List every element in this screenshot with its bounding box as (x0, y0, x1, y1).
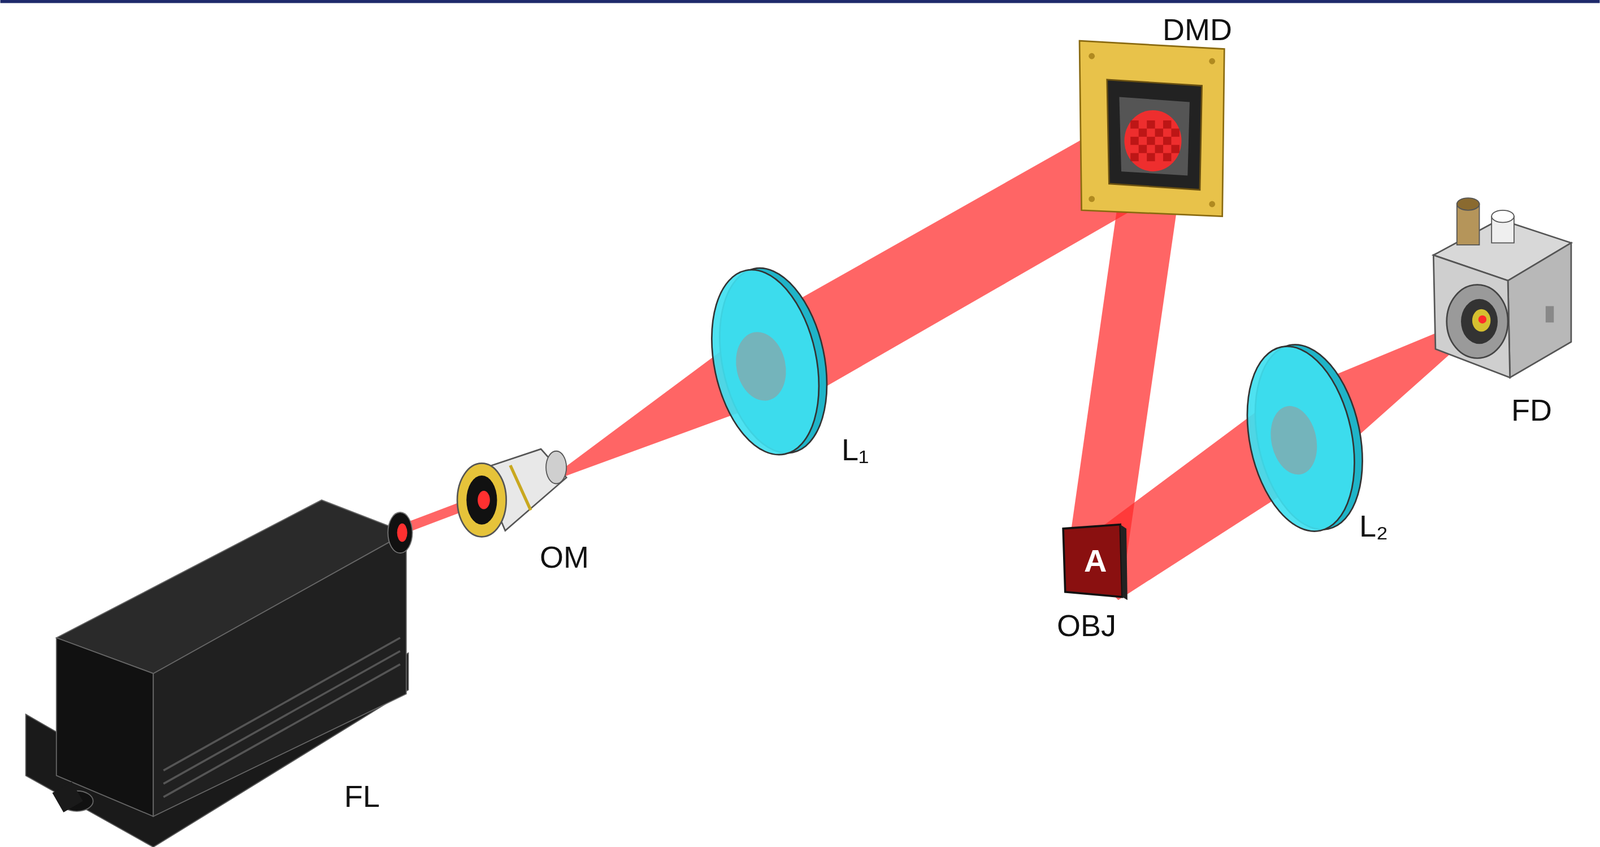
dmd-chip-part-part (1171, 128, 1179, 137)
dmd-chip-part (1119, 96, 1190, 176)
dmd-chip-part-part (1155, 128, 1164, 137)
dmd-chip-part-part (1138, 144, 1147, 153)
lens (1231, 334, 1379, 541)
microscope-objective-part (477, 490, 491, 509)
dmd-chip-part-part (1155, 144, 1164, 153)
photodetector-part (1491, 210, 1515, 223)
dmd-chip-part-part (1163, 120, 1172, 129)
dmd-chip-part-part (1138, 128, 1147, 137)
photodetector-part (1478, 315, 1487, 324)
dmd-chip-part-part (1130, 153, 1139, 162)
dmd-chip-part (1124, 110, 1182, 172)
lens-part (1231, 336, 1371, 541)
photodetector-part (1446, 284, 1508, 359)
dmd-chip-part (1088, 196, 1095, 203)
part-label: L₂ (1359, 510, 1389, 541)
photodetector-part (1472, 309, 1491, 332)
part-label: FD (1511, 394, 1552, 426)
microscope-objective-part (466, 475, 497, 525)
dmd-chip-part-part (1163, 136, 1172, 145)
photodetector-part (1507, 243, 1572, 378)
laser-housing-part (163, 650, 401, 784)
laser-beam (406, 114, 1486, 600)
photodetector-part (1460, 298, 1498, 344)
part-label: OBJ (1056, 609, 1117, 641)
laser-housing-part (163, 664, 401, 797)
dmd-chip-part-part (1130, 136, 1139, 145)
dmd-chip-part (1208, 58, 1216, 65)
object-letter: A (1083, 544, 1107, 577)
dmd-chip-part (1088, 53, 1095, 60)
object-mask (1063, 524, 1128, 601)
photodetector-part (1457, 197, 1480, 211)
laser-housing-part (153, 532, 407, 817)
dmd-chip-part-part (1146, 136, 1155, 145)
laser-housing-part (397, 523, 408, 542)
microscope-objective-part (457, 462, 507, 537)
photodetector-part (1545, 305, 1554, 323)
laser-housing-part (52, 781, 84, 812)
lens-part (729, 327, 792, 406)
top-rule (0, 0, 1600, 3)
dmd-chip-part-part (1146, 120, 1155, 129)
laser-housing (25, 499, 413, 847)
dmd-chip (1079, 40, 1225, 216)
dmd-chip-part (1079, 40, 1225, 216)
dmd-chip-part (1208, 201, 1216, 208)
part-label: OM (539, 541, 589, 572)
object-mask-part (1063, 524, 1123, 597)
part-label: DMD (1162, 14, 1233, 45)
lens (695, 258, 843, 465)
dmd-chip-part (1107, 79, 1203, 190)
object-mask-part (1120, 524, 1128, 601)
microscope-objective (457, 448, 567, 537)
dmd-chip-part (1130, 120, 1180, 162)
photodetector-part (1433, 254, 1510, 378)
microscope-objective-part (510, 465, 531, 510)
dmd-chip-part-part (1146, 153, 1155, 162)
lens-part (1264, 401, 1324, 479)
dmd-chip-part-part (1171, 144, 1179, 153)
lens-part (695, 259, 835, 465)
photodetector (1433, 197, 1572, 378)
dmd-chip-part-part (1130, 120, 1139, 129)
laser-housing-part (387, 512, 413, 553)
laser-housing-part (163, 637, 401, 771)
part-label: L₁ (841, 434, 869, 465)
microscope-objective-part (545, 451, 567, 484)
part-label: FL (344, 780, 380, 812)
dmd-chip-part-part (1163, 153, 1172, 162)
